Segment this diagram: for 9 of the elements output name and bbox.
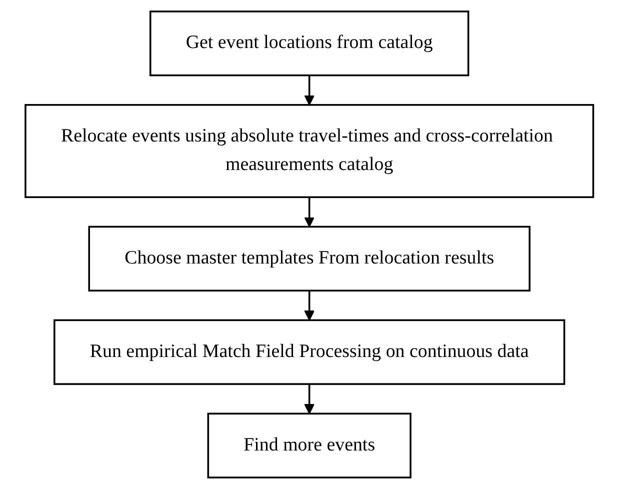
node-box: Relocate events using absolute travel-times and cross-correlation measurements catalog: [24, 104, 594, 198]
arrow: [304, 290, 314, 321]
arrow: [304, 197, 314, 228]
node-box: Choose master templates From relocation results: [88, 226, 530, 292]
arrow: [304, 384, 314, 414]
node-box: Get event locations from catalog: [149, 10, 469, 76]
arrow: [304, 75, 314, 106]
node-box: Run empirical Match Field Processing on continuous data: [53, 319, 565, 385]
node-box: Find more events: [206, 412, 412, 478]
